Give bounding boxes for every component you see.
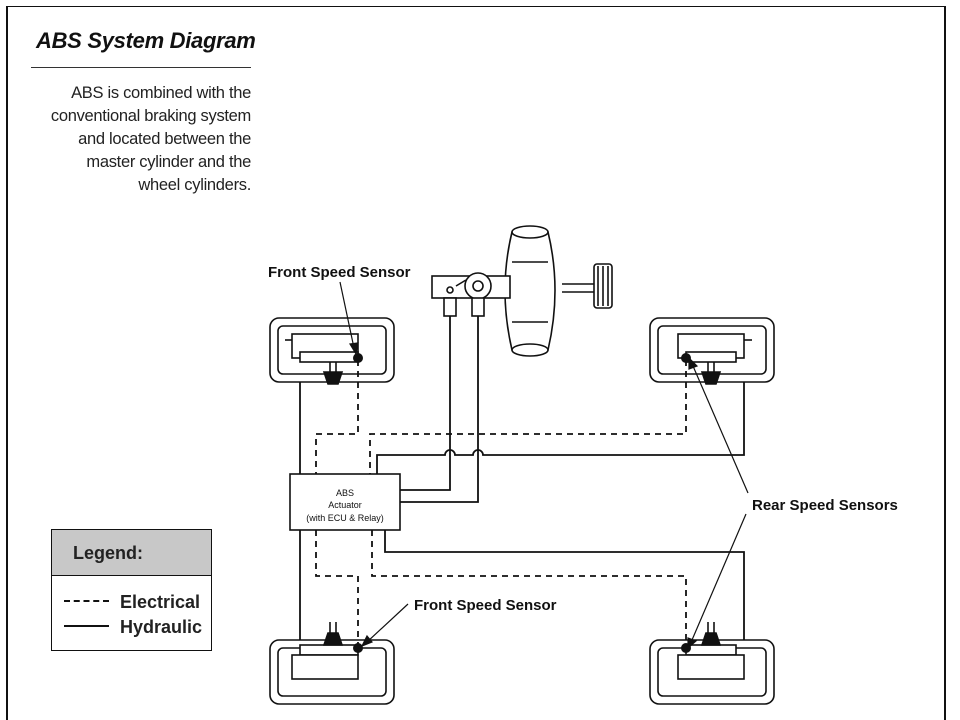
actuator-label-line: (with ECU & Relay): [306, 513, 384, 523]
abs-actuator: ABS Actuator (with ECU & Relay): [289, 473, 401, 531]
actuator-label-line: ABS: [336, 488, 354, 498]
page-frame: [6, 6, 946, 720]
description-line: wheel cylinders.: [138, 176, 251, 194]
brake-booster: [504, 225, 613, 357]
front-speed-sensor-label-top: Front Speed Sensor: [268, 264, 411, 281]
electrical-lines: [315, 360, 687, 645]
front-right-wheel: [269, 622, 395, 705]
solid-line-swatch: [64, 625, 109, 628]
description-line: conventional braking system: [50, 107, 251, 125]
description-line: ABS is combined with the: [71, 84, 251, 102]
rear-speed-sensors-label: Rear Speed Sensors: [752, 497, 898, 514]
legend-heading: Legend:: [52, 530, 211, 576]
legend-hydraulic-label: Hydraulic: [120, 617, 203, 637]
title-divider: [31, 67, 251, 68]
hydraulic-lines: [299, 316, 745, 640]
description-line: master cylinder and the: [86, 153, 251, 171]
front-left-wheel: [269, 317, 395, 385]
front-right-sensor: [353, 643, 363, 653]
front-left-sensor: [353, 353, 363, 363]
dashed-line-swatch: [64, 600, 109, 603]
description: ABS is combined with the conventional br…: [24, 82, 251, 197]
legend-electrical-label: Electrical: [120, 592, 201, 612]
rear-right-wheel: [649, 622, 775, 705]
legend: Legend: Electrical Hydraulic: [51, 529, 212, 651]
legend-hydraulic: Hydraulic: [64, 616, 202, 638]
master-cylinder: [431, 272, 511, 317]
actuator-label-line: Actuator: [328, 500, 362, 510]
legend-electrical: Electrical: [64, 591, 200, 613]
description-line: and located between the: [78, 130, 251, 148]
page-title: ABS System Diagram: [36, 28, 256, 53]
leader-lines: [339, 281, 749, 650]
rear-left-wheel: [649, 317, 775, 385]
front-speed-sensor-label-bottom: Front Speed Sensor: [414, 597, 557, 614]
